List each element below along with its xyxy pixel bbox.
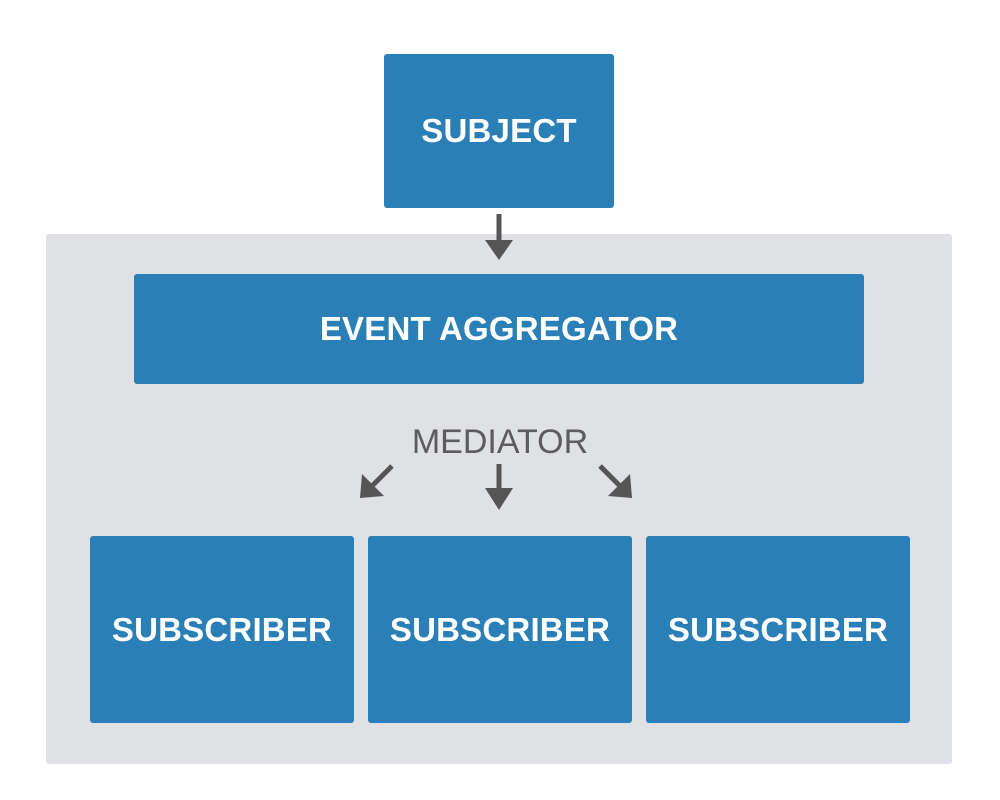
event-aggregator-box: EVENT AGGREGATOR — [134, 274, 864, 384]
subscriber-label-1: SUBSCRIBER — [111, 610, 333, 648]
subject-label: SUBJECT — [421, 112, 577, 149]
subscriber-box-2: SUBSCRIBER — [368, 536, 632, 723]
event-aggregator-label: EVENT AGGREGATOR — [319, 310, 679, 347]
subject-box: SUBJECT — [384, 54, 614, 208]
subscriber-box-3: SUBSCRIBER — [646, 536, 910, 723]
subscriber-label-3: SUBSCRIBER — [667, 610, 889, 648]
subscriber-box-1: SUBSCRIBER — [90, 536, 354, 723]
subscriber-label-2: SUBSCRIBER — [389, 610, 611, 648]
mediator-label: MEDIATOR — [411, 422, 589, 461]
